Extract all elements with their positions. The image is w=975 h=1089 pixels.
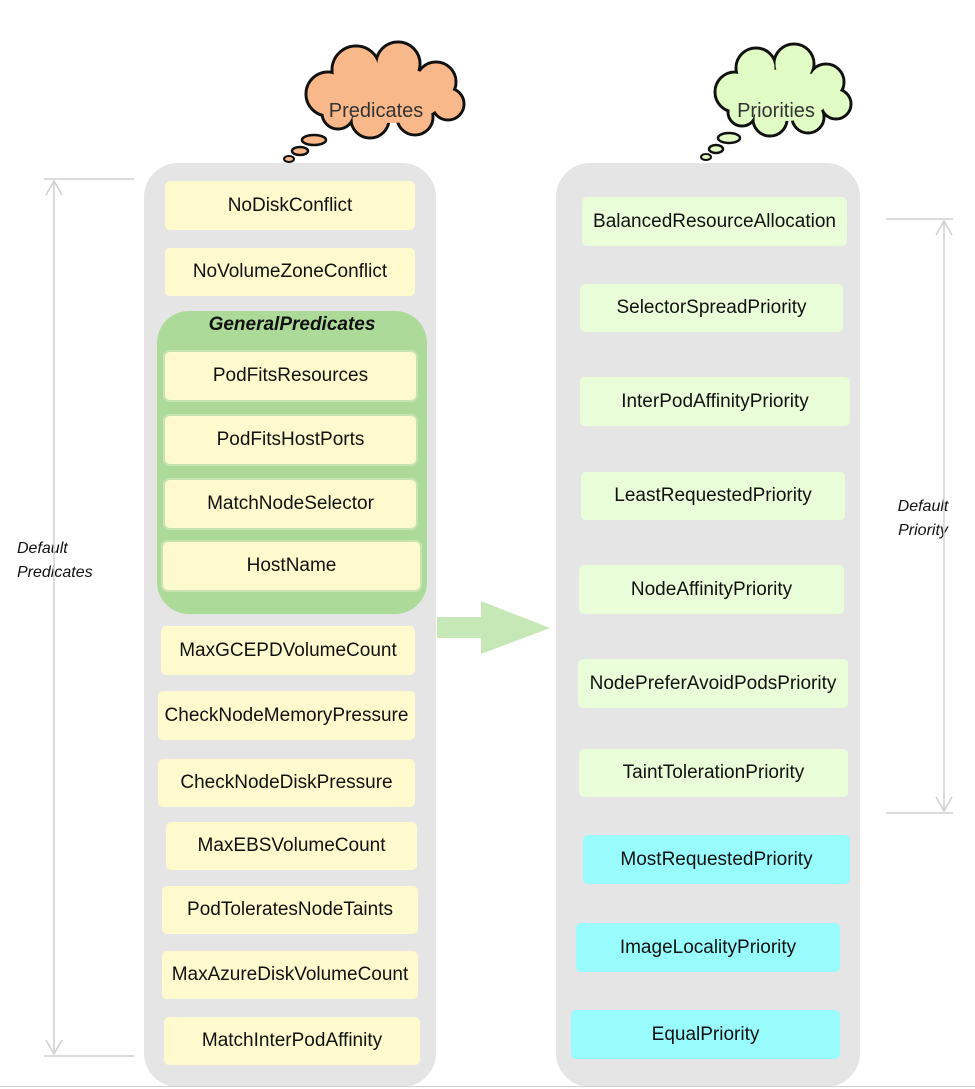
priority-box: TaintTolerationPriority [579,749,848,797]
predicate-box: MaxAzureDiskVolumeCount [162,951,418,999]
flow-arrow [437,601,550,654]
general-predicate-box: MatchNodeSelector [163,478,418,530]
general-predicate-box: PodFitsHostPorts [163,414,418,466]
predicate-box: NoVolumeZoneConflict [165,248,415,296]
priority-box: NodeAffinityPriority [579,565,844,614]
predicates-cloud-label: Predicates [328,100,424,122]
default-predicates-bracket [44,178,134,1057]
bottom-divider [0,1086,975,1087]
default-predicates-label: Default Predicates [17,540,93,581]
default-priority-label: Default Priority [897,498,949,539]
predicate-box: MaxGCEPDVolumeCount [161,626,415,675]
general-predicate-box: HostName [161,540,422,592]
predicate-box: CheckNodeMemoryPressure [158,691,415,740]
priority-box: LeastRequestedPriority [581,472,845,520]
priority-box-other: MostRequestedPriority [583,835,850,884]
predicates-panel [144,163,436,1087]
priority-box-other: EqualPriority [571,1010,840,1059]
priority-box: SelectorSpreadPriority [580,284,843,332]
predicate-box: CheckNodeDiskPressure [158,759,415,807]
priority-box: BalancedResourceAllocation [582,197,847,246]
predicate-box: NoDiskConflict [165,181,415,230]
priority-box-other: ImageLocalityPriority [576,923,840,972]
general-predicate-box: PodFitsResources [163,350,418,402]
general-predicates-title: GeneralPredicates [208,314,376,335]
priority-box: NodePreferAvoidPodsPriority [578,659,848,708]
predicate-box: MaxEBSVolumeCount [166,822,417,870]
predicate-box: PodToleratesNodeTaints [162,886,418,934]
priority-box: InterPodAffinityPriority [580,377,850,426]
predicate-box: MatchInterPodAffinity [164,1017,420,1065]
priorities-cloud-label: Priorities [737,100,815,122]
